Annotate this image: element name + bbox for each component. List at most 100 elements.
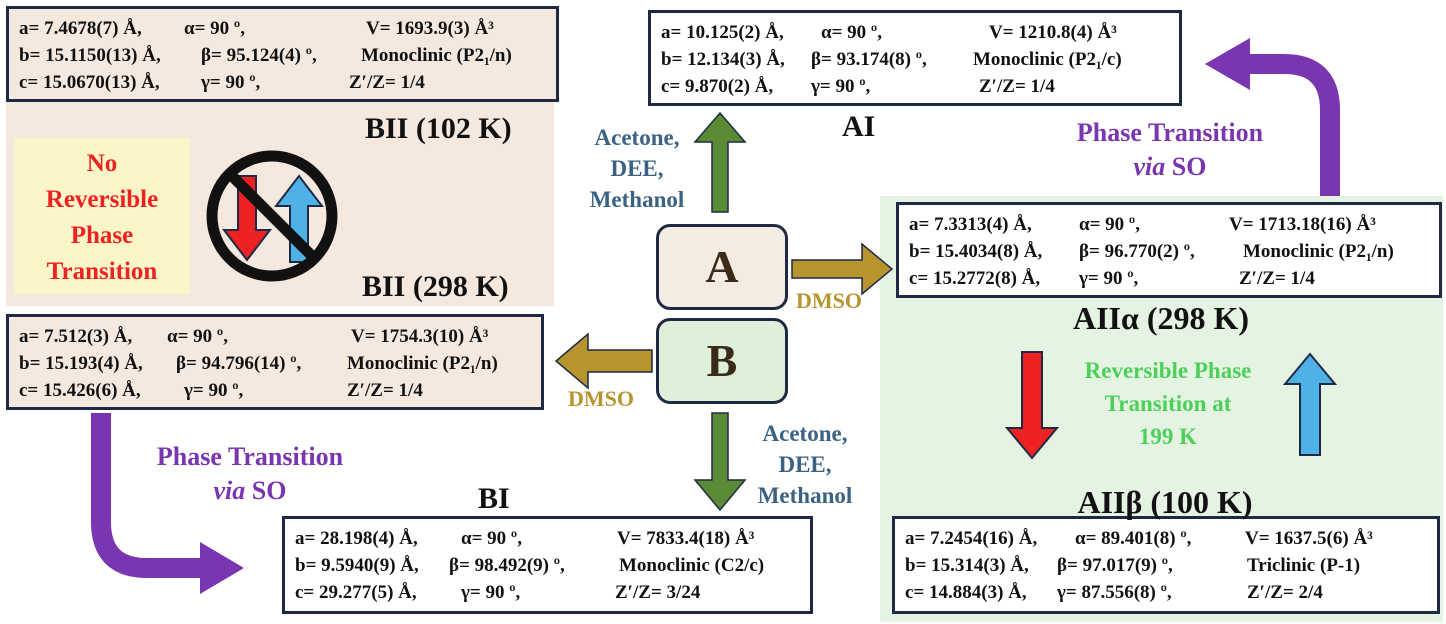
cell-volume: V= 1713.18(16) Å³	[1229, 214, 1376, 235]
cell-a: a= 28.198(4) Å,	[295, 528, 418, 549]
cell-box-bii-102: a= 7.4678(7) Å, α= 90 º, V= 1693.9(3) Å³ b…	[6, 6, 559, 102]
solvent-line: Methanol	[589, 187, 685, 212]
pt-so: SO	[245, 476, 287, 505]
arrow-down-red	[1004, 351, 1060, 460]
cell-gamma: γ= 90 º,	[811, 76, 871, 97]
reversible-line: Reversible Phase	[1084, 358, 1252, 383]
cell-a: a= 7.512(3) Å,	[19, 326, 133, 347]
cell-alpha: α= 90 º,	[821, 22, 882, 43]
phase-transition-so-top: Phase Transition via SO	[1040, 116, 1300, 184]
cell-a: a= 7.3313(4) Å,	[909, 214, 1032, 235]
cell-box-bi: a= 28.198(4) Å,α= 90 º,V= 7833.4(18) Å³ …	[282, 516, 813, 614]
cell-c: c= 15.426(6) Å,	[19, 380, 141, 401]
compound-a-label: A	[705, 241, 739, 292]
cell-box-aiib: a= 7.2454(16) Å, α= 89.401(8) º, V= 1637.5…	[892, 516, 1440, 614]
cell-gamma: γ= 90 º,	[1079, 268, 1139, 289]
arrow-up-to-ai	[693, 111, 747, 213]
title-ai: AI	[842, 110, 876, 143]
cell-system: Monoclinic (P2₁/n)	[361, 45, 512, 66]
arrow-up-blue	[1282, 352, 1338, 456]
reversible-transition-label: Reversible Phase Transition at 199 K	[1058, 354, 1278, 453]
cell-c: c= 15.0670(13) Å,	[19, 72, 160, 93]
cell-c: c= 9.870(2) Å,	[661, 76, 774, 97]
cell-gamma: γ= 90 º,	[184, 380, 244, 401]
no-reversible-line: Reversible	[45, 186, 159, 213]
compound-b-box: B	[656, 318, 788, 404]
cell-system: Triclinic (P-1)	[1247, 555, 1361, 576]
pt-line2: via SO	[120, 474, 380, 508]
compound-a-box: A	[656, 224, 788, 310]
pt-so: SO	[1165, 152, 1207, 181]
cell-z: Z′/Z= 1/4	[1239, 268, 1315, 289]
cell-b: b= 12.134(3) Å,	[661, 49, 785, 70]
cell-volume: V= 1754.3(10) Å³	[351, 326, 489, 347]
cell-box-bii-298: a= 7.512(3) Å, α= 90 º, V= 1754.3(10) Å³ b…	[6, 314, 544, 410]
no-reversible-line: Transition	[46, 258, 158, 285]
cell-volume: V= 1637.5(6) Å³	[1245, 528, 1373, 549]
cell-a: a= 10.125(2) Å,	[661, 22, 784, 43]
solvents-up-label: Acetone, DEE, Methanol	[572, 122, 702, 215]
cell-b: b= 15.314(3) Å,	[905, 555, 1029, 576]
cell-system: Monoclinic (C2/c)	[619, 555, 765, 576]
dmso-right-label: DMSO	[796, 288, 862, 313]
title-bi: BI	[478, 482, 510, 515]
cell-box-aiia: a= 7.3313(4) Å,α= 90 º,V= 1713.18(16) Å³…	[896, 202, 1442, 298]
cell-b: b= 15.193(4) Å,	[19, 353, 143, 374]
cell-c: c= 14.884(3) Å,	[905, 582, 1027, 603]
arrow-left-to-bii	[554, 332, 653, 390]
pt-line1: Phase Transition	[156, 442, 344, 471]
cell-z: Z′/Z= 1/4	[349, 72, 425, 93]
title-aiib: AIIβ (100 K)	[1077, 484, 1253, 520]
arrowhead-to-ai	[1205, 38, 1250, 90]
cell-gamma: γ= 87.556(8) º,	[1057, 582, 1172, 603]
cell-beta: β= 96.770(2) º,	[1079, 241, 1195, 262]
cell-beta: β= 93.174(8) º,	[811, 49, 927, 70]
dmso-left-label: DMSO	[568, 386, 634, 411]
cell-b: b= 15.4034(8) Å,	[909, 241, 1043, 262]
cell-z: Z′/Z= 3/24	[615, 582, 701, 603]
cell-c: c= 15.2772(8) Å,	[909, 268, 1041, 289]
arrowhead-to-bi	[200, 542, 244, 594]
cell-gamma: γ= 90 º,	[461, 582, 521, 603]
cell-a: a= 7.4678(7) Å,	[19, 18, 142, 39]
arrow-curved-to-ai	[1246, 54, 1340, 196]
no-reversible-line: No	[86, 150, 118, 177]
solvent-line: Methanol	[757, 483, 853, 508]
cell-system: Monoclinic (P2₁/c)	[973, 49, 1122, 70]
cell-b: b= 15.1150(13) Å,	[19, 45, 161, 66]
pt-via: via	[1133, 152, 1166, 181]
cell-a: a= 7.2454(16) Å,	[905, 528, 1038, 549]
phase-transition-so-bottom: Phase Transition via SO	[120, 440, 380, 508]
cell-system: Monoclinic (P2₁/n)	[1243, 241, 1394, 262]
cell-box-ai: a= 10.125(2) Å,α= 90 º,V= 1210.8(4) Å³ b…	[648, 10, 1182, 106]
no-reversible-line: Phase	[70, 222, 134, 249]
cell-beta: β= 97.017(9) º,	[1057, 555, 1173, 576]
pt-via: via	[213, 476, 246, 505]
cell-c: c= 29.277(5) Å,	[295, 582, 417, 603]
solvents-down-label: Acetone, DEE, Methanol	[740, 418, 870, 511]
cell-alpha: α= 90 º,	[184, 18, 245, 39]
solvent-line: Acetone,	[762, 421, 848, 446]
reversible-line: 199 K	[1138, 424, 1198, 449]
cell-volume: V= 7833.4(18) Å³	[617, 528, 755, 549]
title-aiia: AIIα (298 K)	[1072, 300, 1250, 336]
reversible-line: Transition at	[1104, 391, 1232, 416]
cell-b: b= 9.5940(9) Å,	[295, 555, 419, 576]
solvent-line: DEE,	[610, 156, 664, 181]
cell-z: Z′/Z= 1/4	[347, 380, 423, 401]
pt-line1: Phase Transition	[1076, 118, 1264, 147]
cell-alpha: α= 90 º,	[167, 326, 228, 347]
cell-z: Z′/Z= 1/4	[979, 76, 1055, 97]
title-bii-298: BII (298 K)	[362, 270, 509, 303]
arrow-down-to-bi	[693, 412, 747, 512]
cell-beta: β= 98.492(9) º,	[449, 555, 565, 576]
arrow-curved-to-bi	[91, 413, 204, 578]
arrow-right-to-aiia	[791, 242, 894, 296]
cell-alpha: α= 90 º,	[461, 528, 522, 549]
cell-volume: V= 1693.9(3) Å³	[366, 18, 494, 39]
cell-alpha: α= 89.401(8) º,	[1075, 528, 1192, 549]
solvent-line: Acetone,	[594, 125, 680, 150]
no-reversible-text: No Reversible Phase Transition	[14, 146, 190, 290]
cell-z: Z′/Z= 2/4	[1247, 582, 1323, 603]
